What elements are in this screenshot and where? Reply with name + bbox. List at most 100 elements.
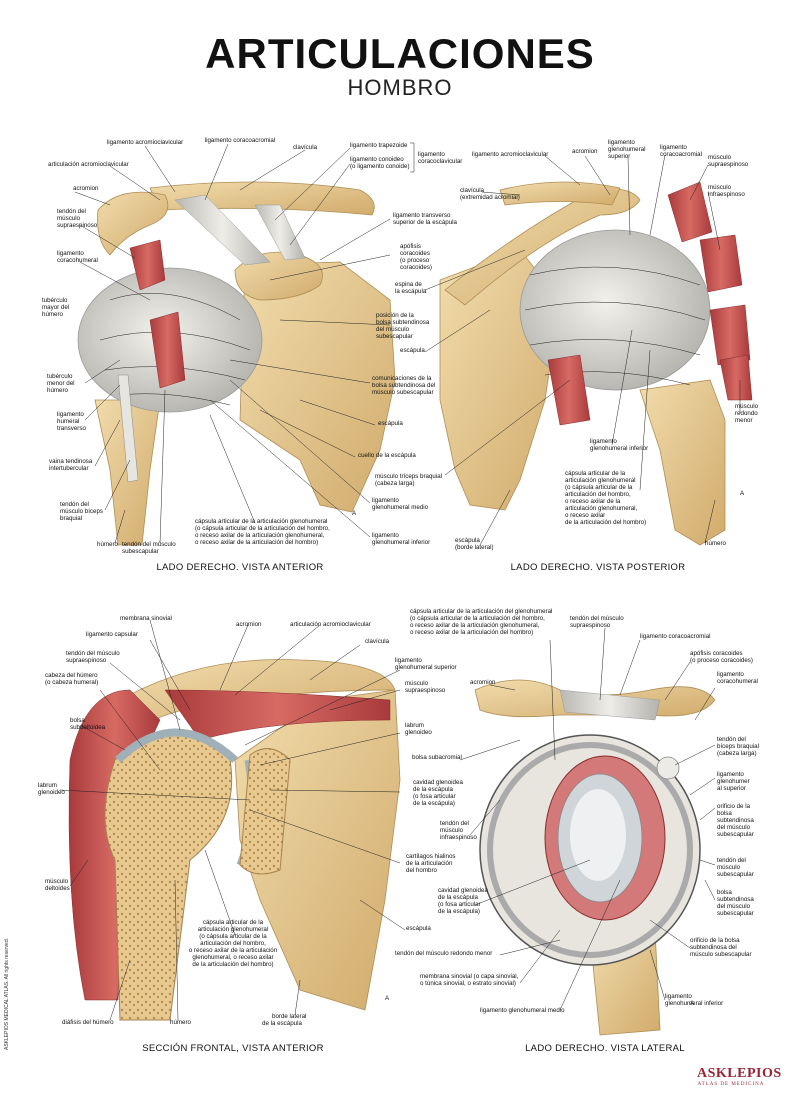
svg-text:A: A [690, 1000, 695, 1007]
anterior-label: supraespinoso [57, 222, 98, 229]
posterior-view-illustration: A [439, 181, 753, 546]
lateral-label: glenohumeral inferior [665, 1000, 723, 1007]
frontal-label: tendón del músculo [66, 650, 120, 657]
anterior-label: posición de la [376, 312, 414, 319]
anterior-label: acromion [73, 185, 99, 192]
anterior-label: ligamento trapezoide [350, 142, 408, 149]
frontal-label: articulación acromioclavicular [290, 621, 371, 628]
anterior-label: comunicaciones de la [372, 375, 432, 382]
svg-text:A: A [385, 995, 390, 1002]
anterior-label: ligamento transverso [393, 212, 451, 219]
frontal-label: cápsula articular de la [203, 919, 264, 926]
anterior-view-illustration: A [77, 181, 396, 546]
lateral-label: o receso axilar de la articulación gleno… [410, 622, 540, 629]
anterior-label: menor del [47, 380, 75, 387]
lateral-label: apófisis coracoides [690, 650, 743, 657]
anterior-label: mayor del [42, 304, 69, 311]
lateral-label: subtendinosa del [690, 944, 737, 951]
posterior-label: músculo tríceps braquial [375, 473, 442, 480]
logo-name: ASKLEPIOS [697, 1066, 782, 1081]
anterior-label: húmero [47, 387, 69, 394]
frontal-label: subdeltoidea [70, 724, 106, 731]
frontal-label: escápula [406, 925, 431, 932]
lateral-label: bolsa [717, 889, 732, 896]
frontal-label: ligamento [395, 657, 422, 664]
anterior-label: (o proceso [400, 257, 430, 264]
anterior-label: subescapular [376, 333, 413, 340]
anterior-label: braquial [60, 515, 82, 522]
anterior-label: o receso axilar de la articulación gleno… [195, 532, 325, 539]
frontal-label: de la escápula [413, 786, 453, 793]
frontal-label: (o cápsula articular de la [199, 933, 267, 940]
anterior-label: tubérculo [42, 297, 68, 304]
anterior-label: húmero [97, 541, 119, 548]
lateral-label: bíceps braquial [717, 743, 759, 750]
frontal-label: cabeza del húmero [45, 672, 98, 679]
posterior-label: redondo [735, 410, 758, 417]
lateral-label: ligamento [717, 671, 744, 678]
lateral-label: del músculo [717, 903, 751, 910]
lateral-label: del músculo [717, 824, 751, 831]
lateral-label: ligamento [717, 771, 744, 778]
frontal-label: articulación glenohumeral [198, 926, 269, 933]
lateral-label: (o cápsula articular de la articulación … [410, 615, 545, 622]
posterior-label: menor [735, 417, 753, 424]
anterior-label: músculo [57, 215, 81, 222]
lateral-label: músculo subescapular [690, 951, 752, 958]
frontal-label: deltoides [45, 885, 70, 892]
anterior-label: ligamento coracoacromial [205, 137, 276, 144]
frontal-label: acromion [236, 621, 262, 628]
frontal-label: clavícula [365, 638, 390, 645]
frontal-label: húmero [170, 1019, 192, 1026]
anterior-label: intertubercular [49, 465, 89, 472]
anterior-label: glenohumeral medio [372, 504, 429, 511]
anterior-label: escápula [378, 420, 403, 427]
anterior-label: transverso [57, 425, 86, 432]
posterior-label: clavícula [460, 187, 485, 194]
anterior-label: cuello de la escápula [358, 452, 416, 459]
posterior-label: (borde lateral) [455, 544, 494, 551]
logo-subtitle: ATLAS DE MEDICINA [697, 1082, 765, 1087]
frontal-label: (o cabeza humeral) [45, 679, 98, 686]
anterior-label: cápsula articular de la articulación gle… [195, 518, 327, 525]
lateral-view-illustration: A [474, 679, 716, 1036]
leader-lines [59, 143, 741, 1021]
anterior-label: glenohumeral inferior [372, 539, 430, 546]
posterior-label: (extremidad acromial) [460, 194, 520, 201]
lateral-label: ligamento glenohumeral medio [480, 1007, 565, 1014]
lateral-label: (cabeza larga) [717, 750, 757, 757]
lateral-label: ligamento coracoacromial [640, 633, 711, 640]
frontal-label: o receso axilar de la articulación [189, 947, 278, 954]
anterior-label: apófisis [400, 243, 421, 250]
frontal-label: glenoideo [405, 729, 432, 736]
anterior-label: ligamento [372, 497, 399, 504]
lateral-label: tendón del [717, 857, 746, 864]
caption-lateral: LADO DERECHO. VISTA LATERAL [525, 1043, 685, 1054]
posterior-label: ligamento acromioclavicular [472, 151, 548, 158]
frontal-label: supraespinoso [66, 657, 107, 664]
anterior-label: bolsa subtendinosa [376, 319, 430, 326]
lateral-label: subescapular [717, 871, 754, 878]
anterior-label: ligamento [372, 532, 399, 539]
anterior-label: coracohumeral [57, 257, 98, 264]
frontal-label: borde lateral [272, 1013, 306, 1020]
lateral-label: subescapular [717, 831, 754, 838]
anterior-label: bolsa subtendinosa del [372, 382, 435, 389]
anterior-label: ligamento [418, 151, 445, 158]
poster-subtitle: HOMBRO [347, 75, 453, 100]
lateral-label: (o proceso coracoides) [690, 657, 753, 664]
posterior-label: ligamento [608, 139, 635, 146]
lateral-label: o receso axilar de la articulación del h… [410, 629, 533, 636]
posterior-label: músculo [708, 184, 732, 191]
lateral-label: glenohumer [717, 778, 750, 785]
posterior-label: (o cápsula articular de la [565, 484, 633, 491]
frontal-label: cavidad glenoidea [413, 779, 463, 786]
frontal-label: músculo [45, 878, 69, 885]
lateral-label: o túnica sinovial, o estrato sinovial) [420, 980, 516, 987]
anterior-label: tendón del músculo [122, 541, 176, 548]
lateral-label: cavidad glenoidea [438, 887, 488, 894]
anterior-label: clavícula [293, 144, 318, 151]
lateral-label: supraespinoso [570, 622, 611, 629]
anterior-label: tendón del [60, 501, 89, 508]
caption-frontal: SECCIÓN FRONTAL, VISTA ANTERIOR [142, 1043, 324, 1054]
